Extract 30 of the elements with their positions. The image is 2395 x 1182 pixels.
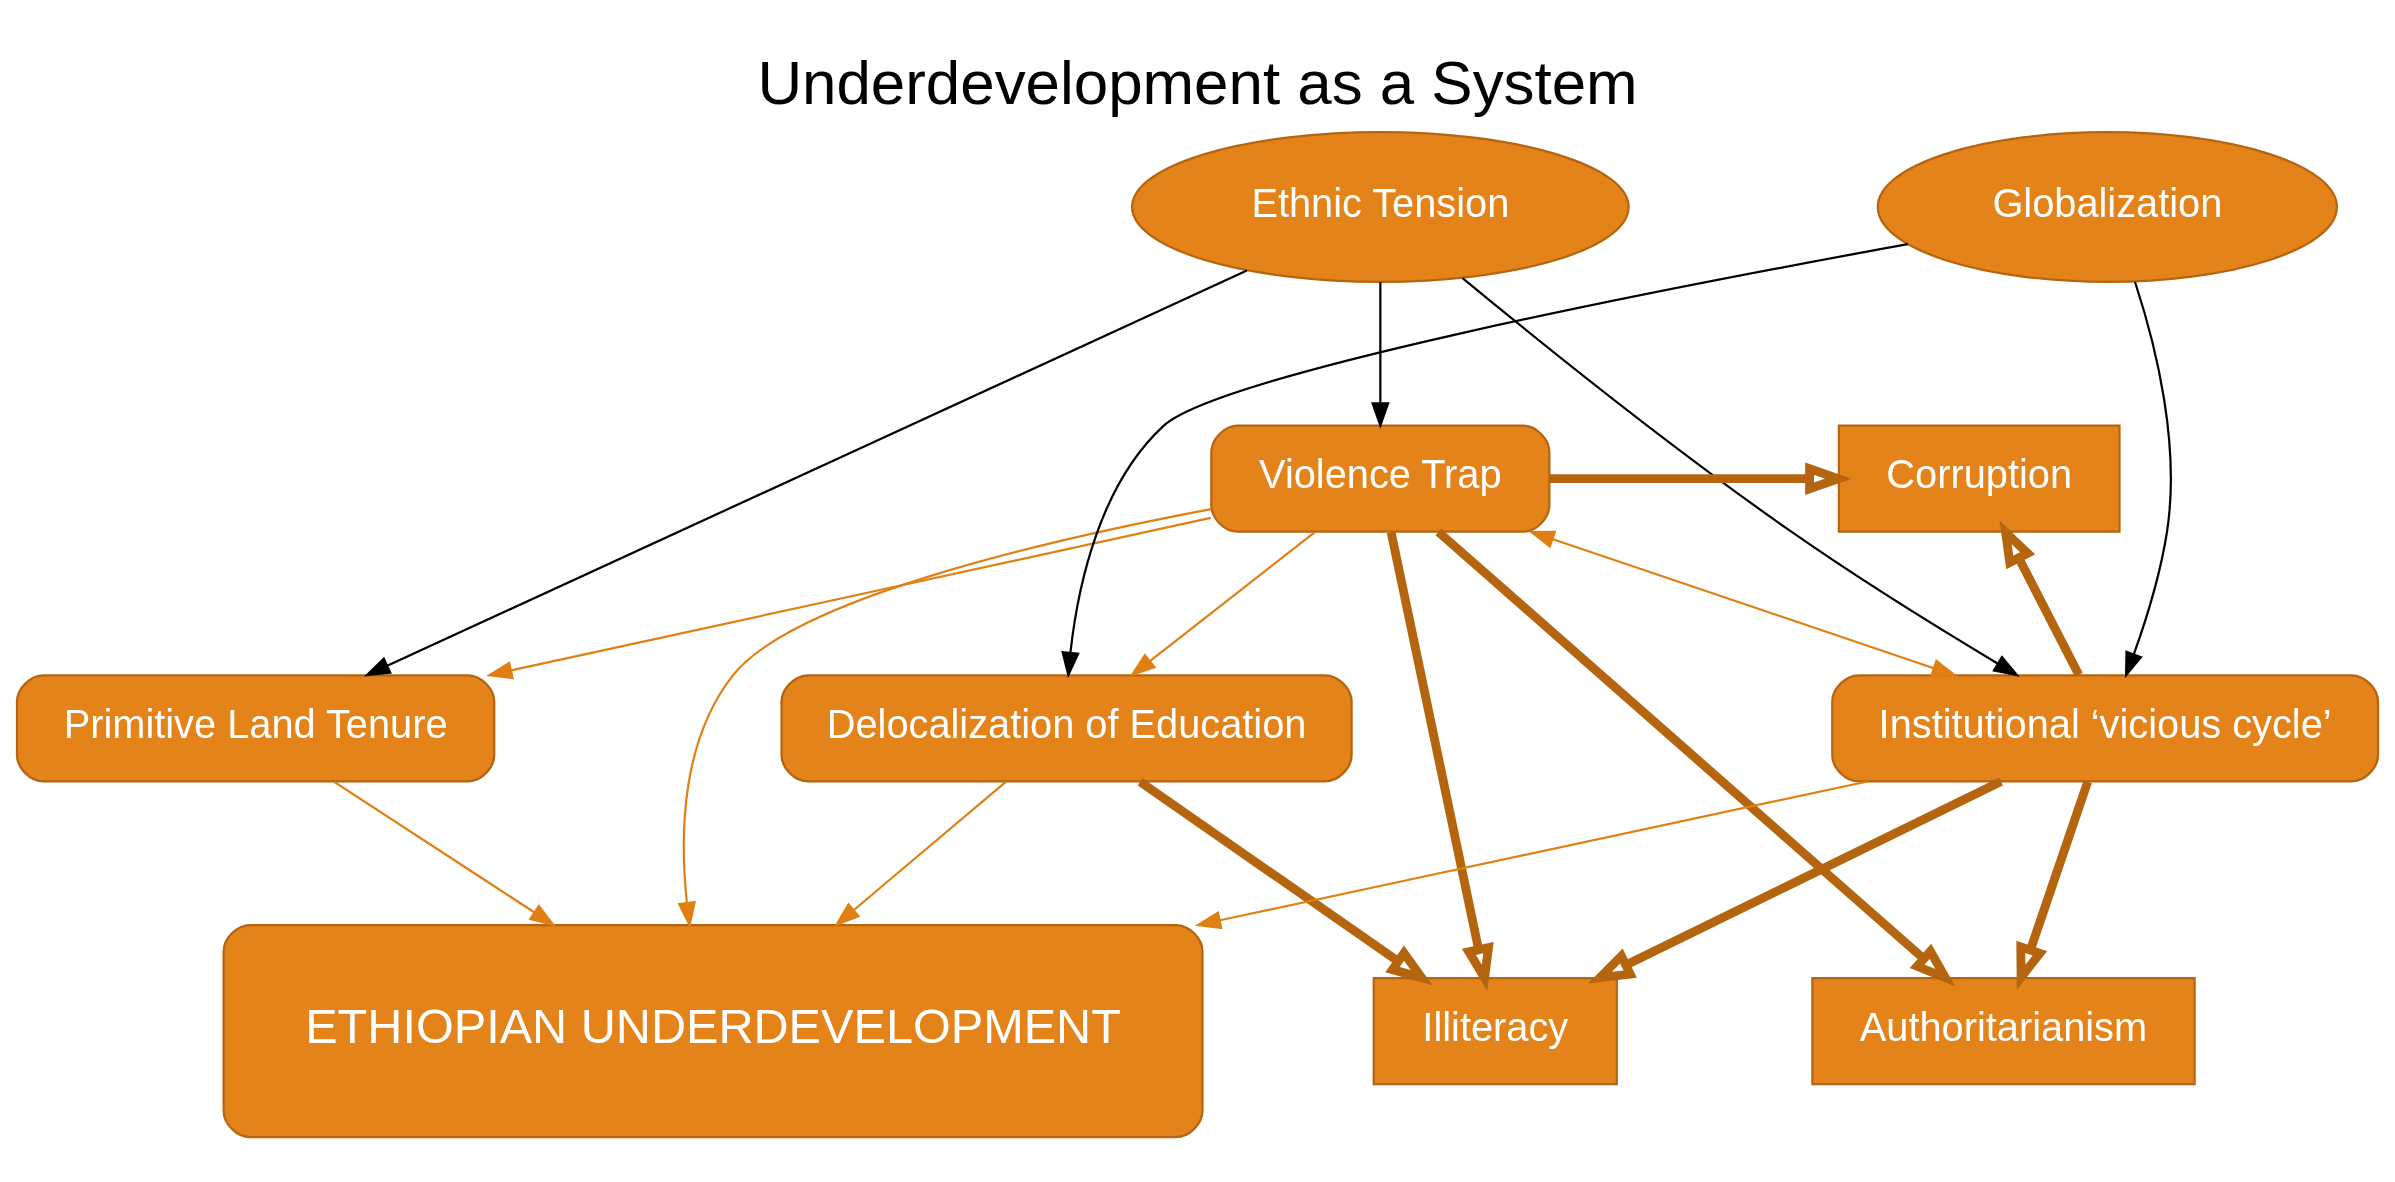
arrow bbox=[677, 507, 1212, 928]
diagram-title: Underdevelopment as a System bbox=[757, 47, 1638, 117]
arrow bbox=[363, 269, 1248, 676]
arrow bbox=[1386, 531, 1494, 991]
arrow bbox=[1435, 528, 1956, 987]
node-box: Primitive Land Tenure bbox=[15, 673, 496, 782]
arrow bbox=[333, 780, 556, 926]
node-ellipse: Ethnic Tension bbox=[1130, 130, 1630, 283]
node-box: Illiteracy bbox=[1372, 976, 1618, 1085]
node-ellipse: Globalization bbox=[1876, 130, 2338, 283]
arrow bbox=[1461, 276, 2020, 677]
node-box: Delocalization of Education bbox=[780, 673, 1353, 782]
node-box: Corruption bbox=[1837, 424, 2121, 533]
node-box: Institutional ‘vicious cycle’ bbox=[1831, 673, 2380, 782]
arrow bbox=[1371, 281, 1390, 429]
arrow bbox=[1528, 530, 1959, 677]
node-box: Authoritarianism bbox=[1811, 976, 2196, 1085]
arrow bbox=[1587, 777, 2003, 984]
arrow bbox=[1194, 779, 1868, 929]
node-box: ETHIOPIAN UNDERDEVELOPMENT bbox=[222, 923, 1204, 1138]
arrow bbox=[486, 516, 1211, 679]
arrow bbox=[1549, 461, 1852, 495]
arrow bbox=[1129, 530, 1316, 677]
arrow bbox=[2124, 281, 2172, 678]
arrow bbox=[1061, 242, 1908, 678]
arrow bbox=[834, 780, 1007, 927]
arrow bbox=[2016, 779, 2092, 990]
node-box: Violence Trap bbox=[1210, 424, 1551, 533]
arrow bbox=[1137, 777, 1433, 985]
arrow bbox=[1999, 519, 2083, 677]
